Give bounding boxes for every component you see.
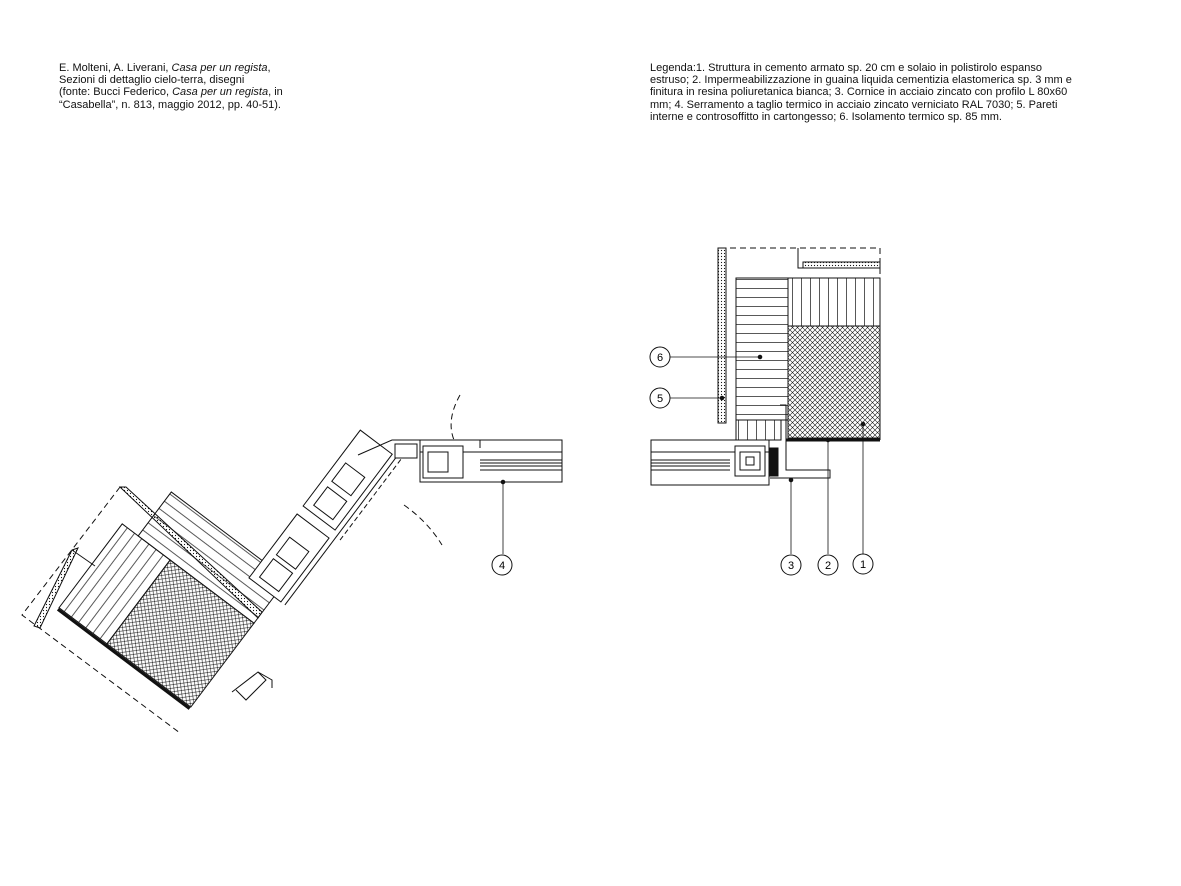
callout-1: 1: [852, 553, 874, 575]
plasterboard-wall: [717, 247, 727, 424]
caption-source: (fonte: Bucci Federico,: [59, 86, 173, 99]
window-profile-left: [422, 445, 464, 479]
l-profile-frame-rotated: [231, 671, 267, 701]
legend-line-5: interne e controsoffitto in cartongesso;…: [650, 110, 1002, 123]
legend-line-3: finitura in resina poliuretanica bianca;…: [650, 86, 1068, 99]
caption-comma: ,: [267, 62, 271, 74]
caption-source-tail: , in: [268, 86, 283, 99]
insulation-layer: [735, 277, 789, 421]
legend-line-4: mm; 4. Serramento a taglio termico in ac…: [650, 98, 1058, 111]
legend-line-2: estruso; 2. Impermeabilizzazione in guai…: [650, 74, 1072, 87]
swing-arc-lower: [403, 504, 443, 546]
concrete-structure-rotated: [106, 559, 255, 708]
callout-4-label: 4: [499, 560, 505, 572]
caption-title: Casa per un regista: [171, 62, 268, 74]
legend-line-1: Legenda:1. Struttura in cemento armato s…: [650, 62, 1042, 74]
caption-authors: E. Molteni, A. Liverani,: [59, 62, 172, 74]
lower-infill: [735, 419, 782, 441]
window-frame-lower: [248, 513, 330, 603]
concrete-structure: [787, 325, 881, 439]
swing-arc-upper: [450, 394, 461, 441]
callout-4: 4: [491, 554, 513, 576]
structure-cut-line: [720, 247, 881, 440]
structure-cut-line-rotated: [21, 486, 181, 734]
callout-2: 2: [817, 554, 839, 576]
callout-3-label: 3: [788, 560, 794, 572]
window-frame-upper: [302, 429, 393, 531]
window-glazing-left: [419, 439, 563, 483]
top-cap-profile: [400, 439, 481, 448]
slab-finish-strip: [802, 261, 881, 269]
caption-line-3: (fonte: Bucci Federico, Casa per un regi…: [59, 86, 359, 98]
callout-6-label: 6: [657, 352, 663, 364]
slab-finish-strip-rotated: [33, 547, 79, 629]
caption-line-4: “Casabella”, n. 813, maggio 2012, pp. 40…: [59, 98, 281, 111]
section-detail-orthogonal: [650, 247, 881, 554]
legend-text: Legenda:1. Struttura in cemento armato s…: [650, 62, 1130, 123]
caption-line-2: Sezioni di dettaglio cielo-terra, disegn…: [59, 74, 245, 87]
callout-2-label: 2: [825, 560, 831, 572]
caption-source-title: Casa per un regista: [172, 86, 269, 99]
callout-6: 6: [649, 346, 671, 368]
callout-5: 5: [649, 387, 671, 409]
section-detail-rotated: [21, 394, 563, 734]
callout-5-label: 5: [657, 393, 663, 405]
l-profile-frame: [770, 404, 831, 479]
callout-3: 3: [780, 554, 802, 576]
figure-caption: E. Molteni, A. Liverani, Casa per un reg…: [59, 62, 359, 111]
caption-line-1: E. Molteni, A. Liverani, Casa per un reg…: [59, 62, 359, 74]
structure-wall: [787, 277, 881, 327]
callout-1-label: 1: [860, 559, 866, 571]
